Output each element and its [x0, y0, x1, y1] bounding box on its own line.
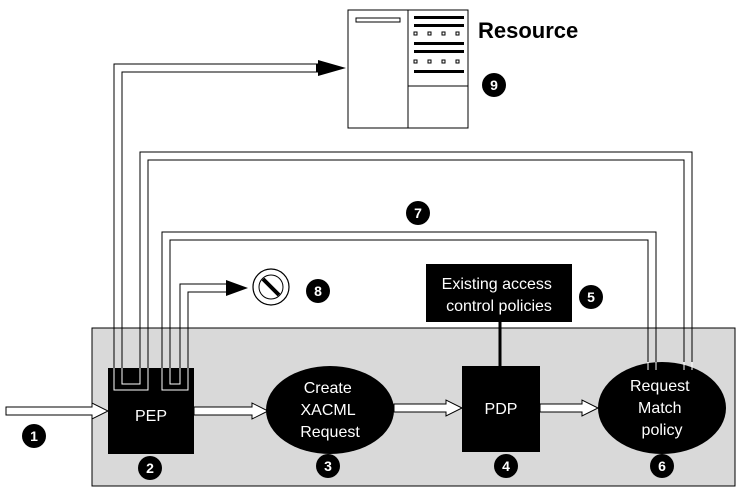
step-2-badge: 2 [138, 456, 162, 480]
pep-label: PEP [135, 408, 167, 425]
resource-label: Resource [478, 18, 578, 43]
step-4-number: 4 [502, 458, 510, 474]
create-request-line-1: Create [304, 380, 352, 397]
step-3-number: 3 [324, 458, 332, 474]
step-6-number: 6 [658, 458, 666, 474]
input-arrow [5, 402, 110, 420]
match-line-3: policy [642, 422, 683, 439]
step-8-badge: 8 [306, 279, 330, 303]
pep-to-deny-arrowhead [226, 280, 248, 296]
create-request-node [266, 366, 394, 454]
step-8-number: 8 [314, 283, 322, 299]
pdp-to-match-arrow [539, 399, 600, 417]
step-2-number: 2 [146, 460, 154, 476]
pep-to-deny-pipe [179, 283, 228, 370]
step-9-badge: 9 [482, 73, 506, 97]
create-request-line-3: Request [300, 424, 360, 441]
create-to-pdp-arrow [393, 399, 464, 417]
match-policy-label: Request Match policy [630, 378, 694, 439]
policies-line-2: control policies [446, 298, 552, 315]
match-policy-node [598, 362, 726, 454]
match-line-1: Request [630, 378, 690, 395]
step-7-number: 7 [414, 205, 422, 221]
pep-to-create-arrow [193, 402, 270, 420]
deny-icon [252, 268, 290, 306]
resource-icon [347, 9, 469, 129]
policies-label: Existing access control policies [442, 276, 557, 315]
match-pipe-sockets [647, 362, 693, 370]
pep-to-resource-pipe [113, 63, 318, 370]
create-request-label: Create XACML Request [300, 380, 360, 441]
pep-pipe-sockets [113, 368, 189, 391]
match-to-pep-inner-pipe [161, 231, 657, 370]
step-7-badge: 7 [406, 201, 430, 225]
pdp-label: PDP [485, 401, 518, 418]
step-4-badge: 4 [494, 454, 518, 478]
pep-to-resource-arrowhead [318, 60, 346, 76]
step-1-number: 1 [30, 428, 38, 444]
pdp-box [462, 366, 540, 452]
step-3-badge: 3 [316, 454, 340, 478]
match-line-2: Match [638, 400, 682, 417]
policies-line-1: Existing access [442, 276, 552, 293]
step-5-badge: 5 [579, 285, 603, 309]
step-9-number: 9 [490, 77, 498, 93]
step-6-badge: 6 [650, 454, 674, 478]
step-1-badge: 1 [22, 424, 46, 448]
create-request-line-2: XACML [301, 402, 356, 419]
step-5-number: 5 [587, 289, 595, 305]
match-to-pep-outer-pipe [139, 151, 693, 370]
policies-box [426, 264, 572, 322]
